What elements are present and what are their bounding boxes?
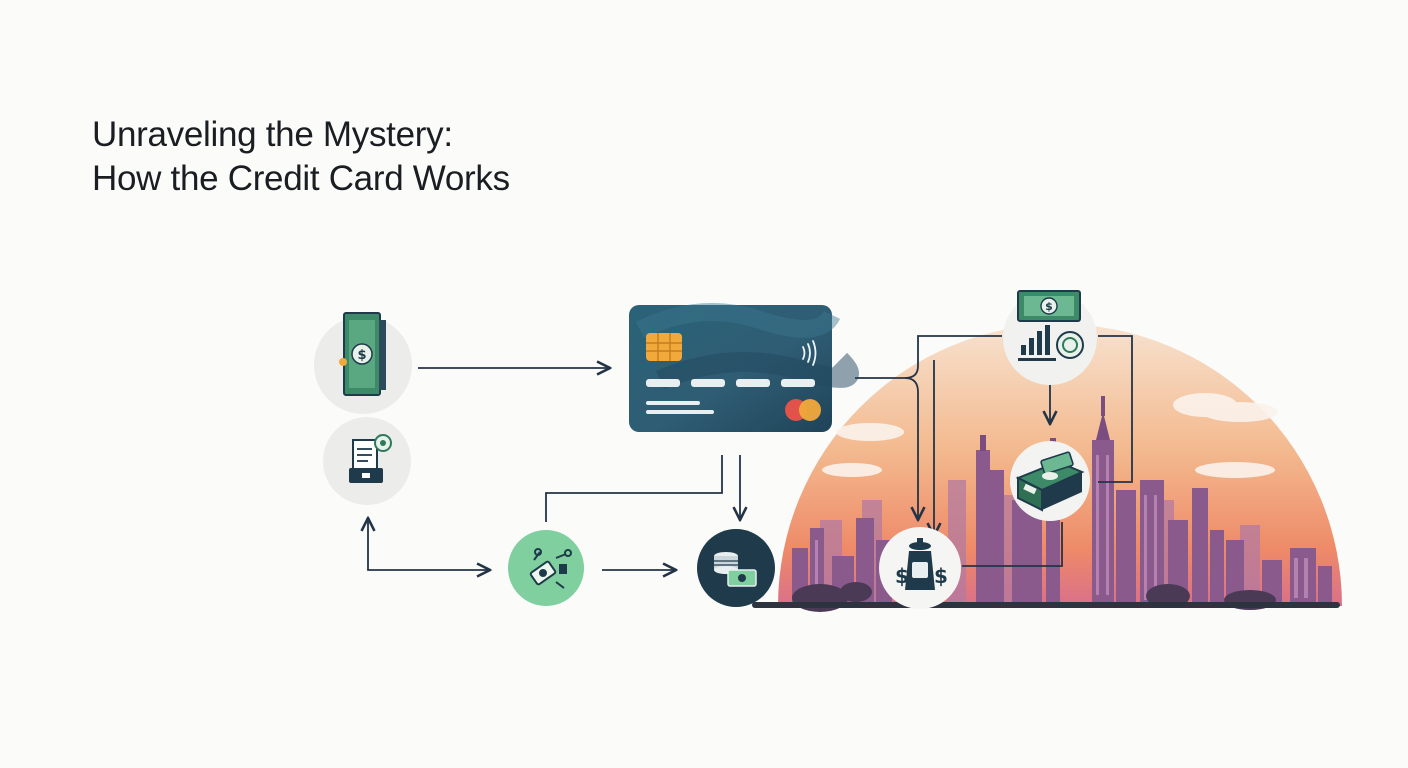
arrow-card-to-money-bag bbox=[904, 377, 918, 520]
cash-bundle-node[interactable] bbox=[1010, 441, 1090, 521]
line-bundle-to-bag bbox=[962, 522, 1063, 567]
coin-stack-icon bbox=[714, 552, 757, 587]
coins-node[interactable] bbox=[697, 529, 775, 607]
credit-card-node[interactable] bbox=[629, 303, 859, 432]
transaction-tools-icon bbox=[529, 548, 572, 589]
page-title: Unraveling the Mystery: How the Credit C… bbox=[92, 113, 510, 201]
card-network-logo bbox=[785, 399, 821, 421]
tools-node[interactable] bbox=[508, 530, 584, 606]
arrow-statement-to-tools bbox=[368, 518, 490, 570]
title-line-1: Unraveling the Mystery: bbox=[92, 115, 453, 154]
money-bundle-icon bbox=[1015, 451, 1085, 512]
svg-text:$: $ bbox=[357, 348, 366, 363]
credit-card-icon bbox=[629, 303, 859, 432]
contactless-icon bbox=[802, 340, 817, 366]
bank-analytics-icon: $ bbox=[1017, 290, 1084, 361]
statement-printer-icon bbox=[349, 434, 392, 483]
analytics-node[interactable]: $ bbox=[1003, 290, 1097, 385]
svg-text:$: $ bbox=[895, 564, 909, 588]
statement-node[interactable] bbox=[323, 417, 411, 505]
svg-text:$: $ bbox=[1045, 300, 1053, 313]
flow-connectors bbox=[368, 335, 1133, 570]
cash-node[interactable]: $ bbox=[314, 312, 412, 414]
title-line-2: How the Credit Card Works bbox=[92, 159, 510, 198]
money-bag-icon: $ $ bbox=[895, 538, 948, 590]
line-card-to-tools bbox=[545, 455, 723, 522]
banknote-icon: $ bbox=[339, 312, 386, 396]
money-bag-node[interactable]: $ $ bbox=[879, 527, 961, 609]
svg-text:$: $ bbox=[934, 564, 948, 588]
line-analytics-to-bundle-right bbox=[1098, 335, 1133, 483]
